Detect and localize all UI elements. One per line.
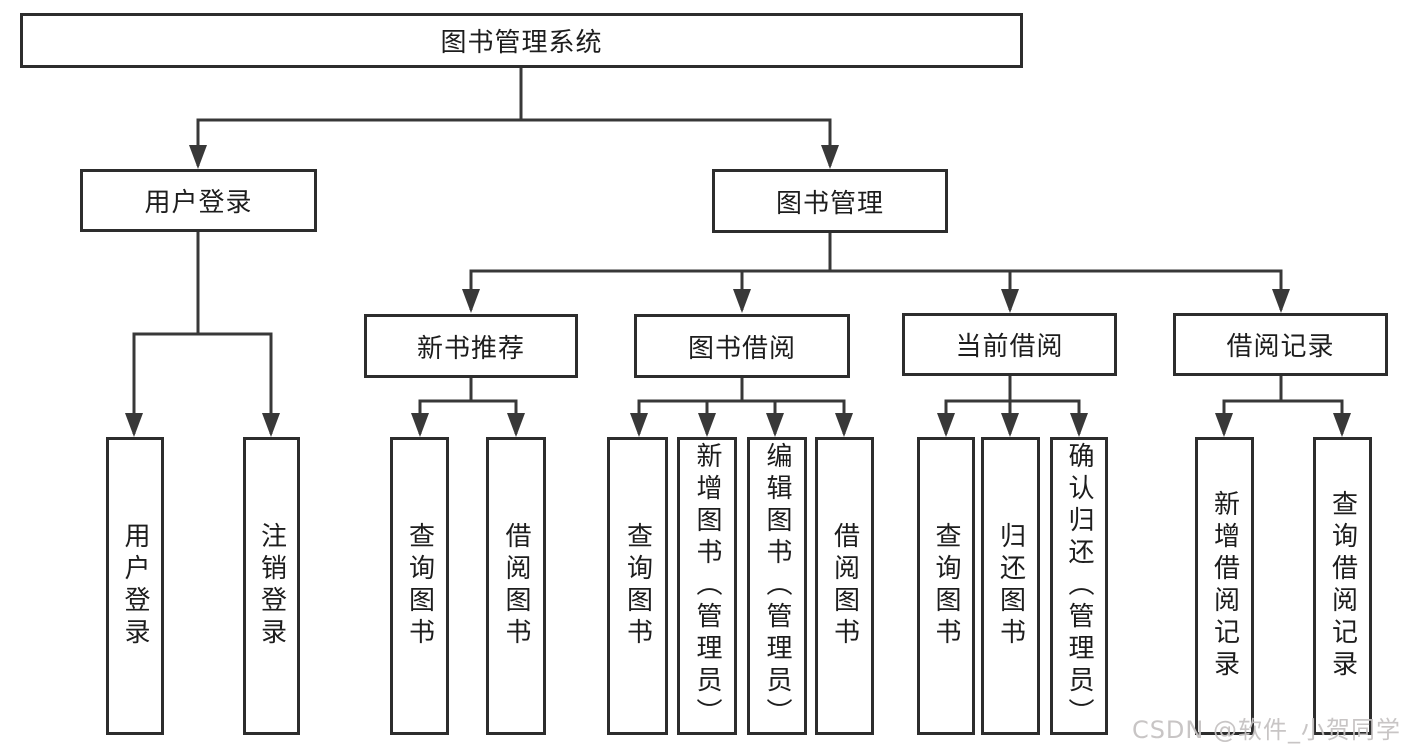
node-borrow-records-label: 借阅记录	[1226, 332, 1335, 362]
leaf-borrow-add-books-admin-label: 新增图书（管理员）	[692, 442, 722, 730]
leaf-records-add-record: 新增借阅记录	[1195, 437, 1254, 735]
leaf-logout: 注销登录	[243, 437, 300, 735]
node-book-borrow-label: 图书借阅	[687, 333, 796, 364]
leaf-current-return-books: 归还图书	[981, 437, 1040, 735]
leaf-records-query-record-label: 查询借阅记录	[1327, 490, 1358, 682]
node-book-management-label: 图书管理	[775, 188, 884, 219]
leaf-user-login-label: 用户登录	[120, 522, 150, 650]
leaf-borrow-borrow-books-label: 借阅图书	[829, 522, 860, 650]
leaf-current-query-books-label: 查询图书	[931, 522, 961, 650]
leaf-borrow-query-books-label: 查询图书	[622, 522, 653, 650]
leaf-borrow-edit-books-admin-label: 编辑图书（管理员）	[762, 442, 792, 730]
leaf-current-confirm-return-admin-label: 确认归还（管理员）	[1064, 442, 1094, 730]
node-book-management: 图书管理	[712, 169, 948, 233]
leaf-current-return-books-label: 归还图书	[995, 522, 1026, 650]
node-current-borrow-label: 当前借阅	[955, 332, 1064, 362]
node-user-login: 用户登录	[80, 169, 317, 232]
leaf-logout-label: 注销登录	[256, 522, 287, 650]
node-root: 图书管理系统	[20, 13, 1023, 68]
leaf-records-query-record: 查询借阅记录	[1313, 437, 1372, 735]
leaf-user-login: 用户登录	[106, 437, 164, 735]
leaf-current-confirm-return-admin: 确认归还（管理员）	[1050, 437, 1108, 735]
leaf-current-query-books: 查询图书	[917, 437, 975, 735]
node-book-borrow: 图书借阅	[634, 314, 850, 378]
node-current-borrow: 当前借阅	[902, 313, 1117, 376]
node-user-login-label: 用户登录	[144, 188, 253, 218]
leaf-records-add-record-label: 新增借阅记录	[1209, 490, 1240, 682]
leaf-newbooks-borrow-books: 借阅图书	[486, 437, 546, 735]
leaf-newbooks-borrow-books-label: 借阅图书	[501, 522, 531, 650]
leaf-borrow-edit-books-admin: 编辑图书（管理员）	[747, 437, 807, 735]
node-root-label: 图书管理系统	[440, 28, 603, 58]
node-borrow-records: 借阅记录	[1173, 313, 1388, 376]
leaf-borrow-add-books-admin: 新增图书（管理员）	[677, 437, 737, 735]
node-new-book-recommend-label: 新书推荐	[416, 333, 525, 364]
watermark: CSDN @软件_小贺同学	[1131, 716, 1401, 744]
leaf-newbooks-query-books-label: 查询图书	[404, 522, 435, 650]
node-new-book-recommend: 新书推荐	[364, 314, 578, 378]
leaf-borrow-query-books: 查询图书	[607, 437, 668, 735]
leaf-borrow-borrow-books: 借阅图书	[815, 437, 874, 735]
leaf-newbooks-query-books: 查询图书	[390, 437, 449, 735]
